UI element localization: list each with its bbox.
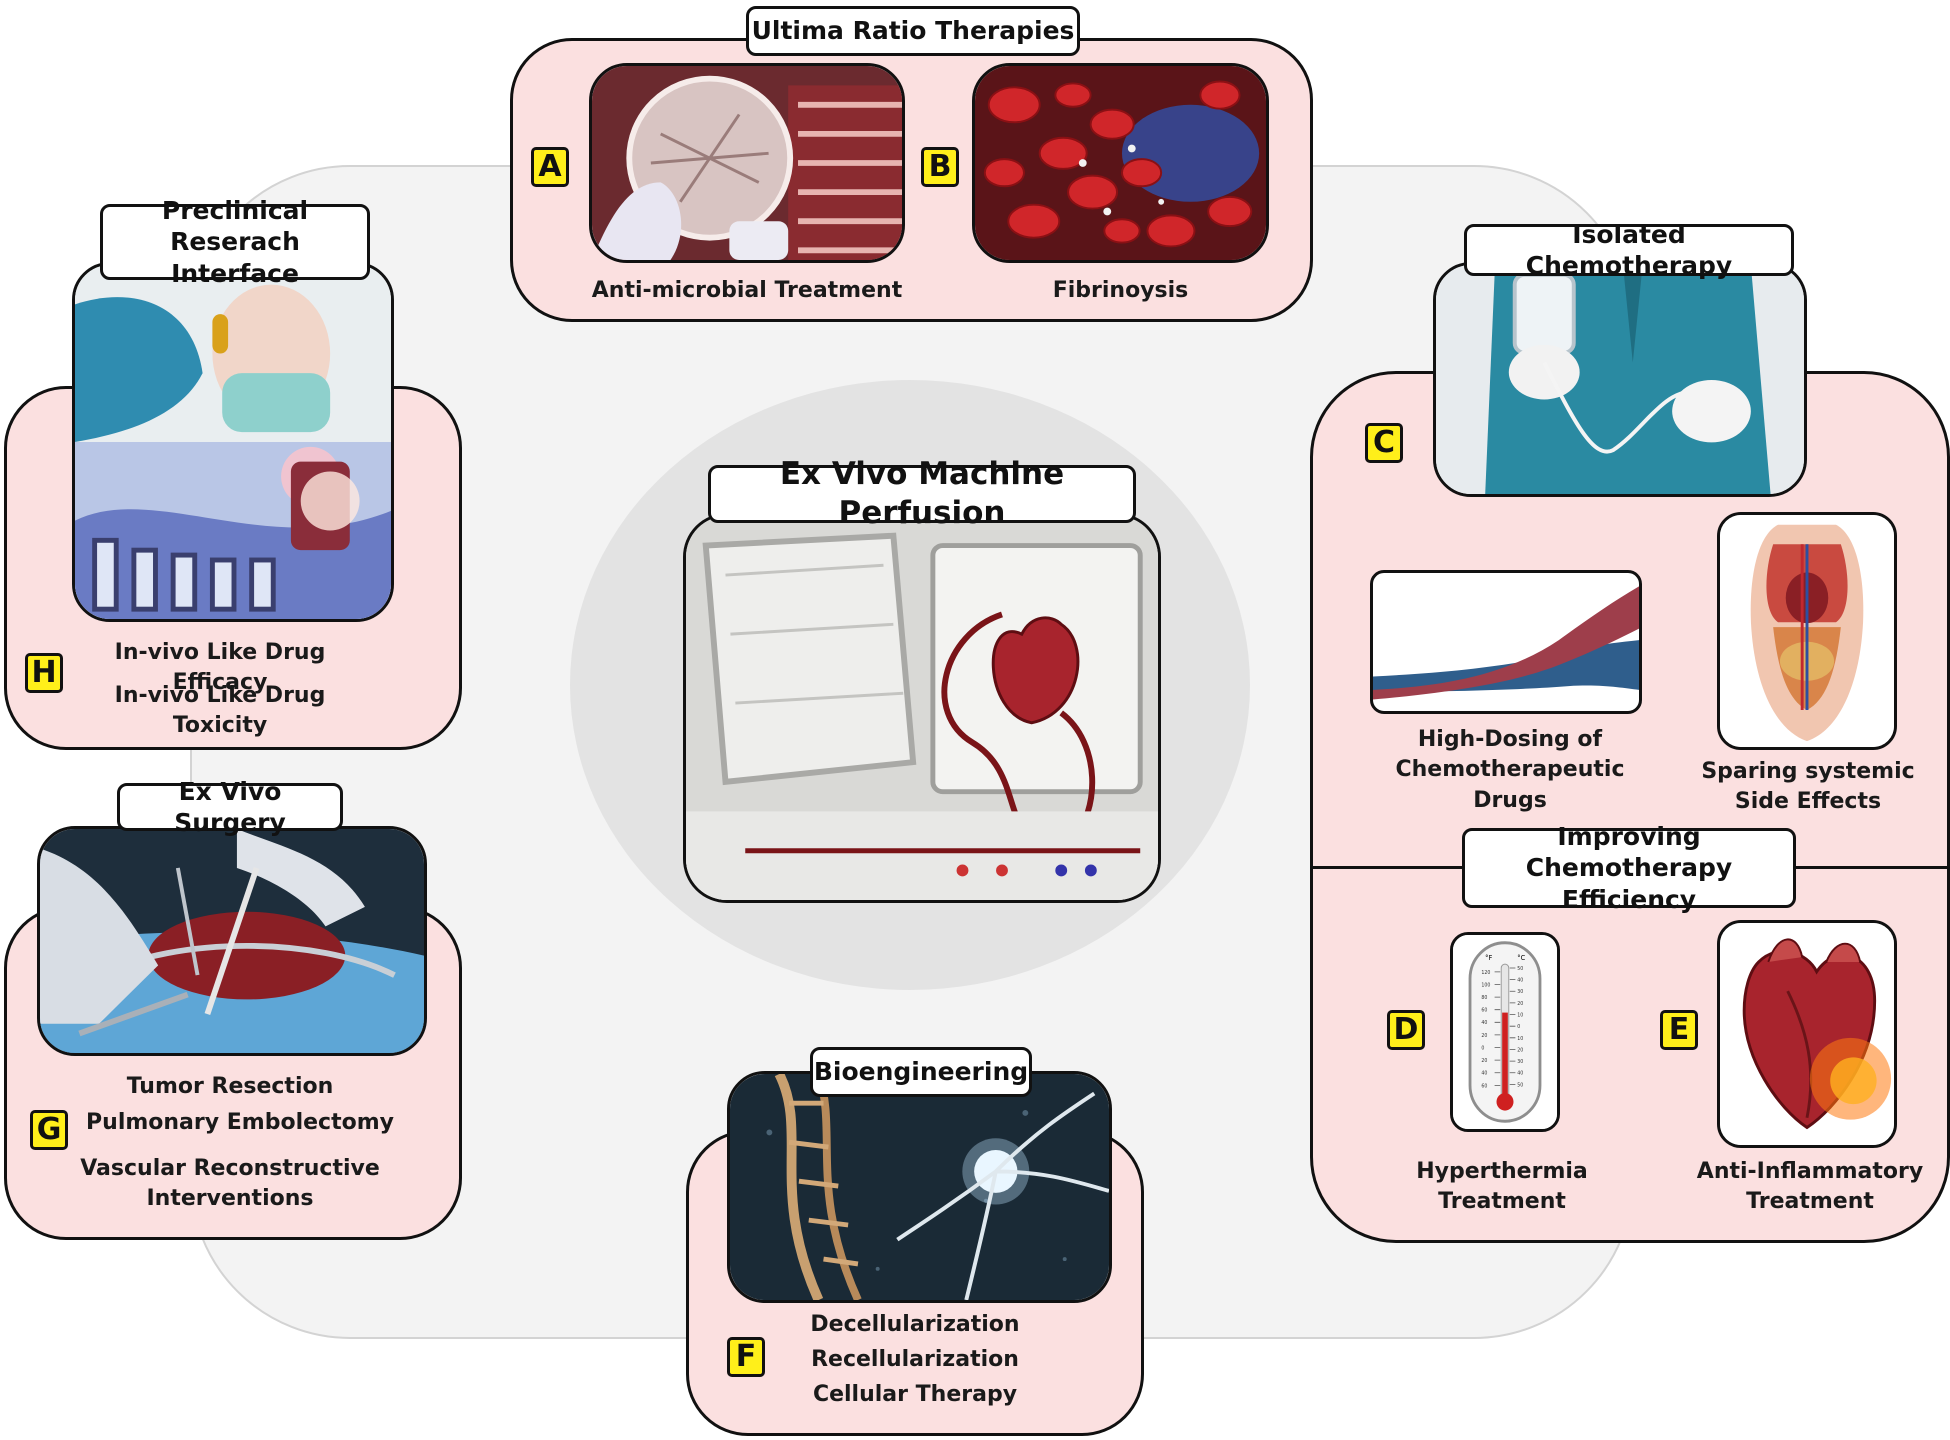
preclinical-title: Preclinical Reserach Interface xyxy=(100,196,370,288)
thermo-f-tick: 120 xyxy=(1481,970,1490,976)
thermo-f-tick: 40 xyxy=(1481,1020,1487,1026)
thermometer-image: °F °C 120 100 80 60 40 20 0 20 40 60 50 … xyxy=(1450,932,1560,1132)
drug-efficacy-caption: In-vivo Like Drug Efficacy xyxy=(114,640,326,696)
bioengineering-title: Bioengineering xyxy=(810,1047,1032,1097)
thermo-unit-f: °F xyxy=(1485,954,1492,962)
sparing-caption: Sparing systemic Side Effects xyxy=(1701,759,1915,815)
label-h: H xyxy=(25,653,63,693)
center-title: Ex Vivo Machine Perfusion xyxy=(708,456,1136,531)
human-anatomy-image xyxy=(1717,512,1897,750)
thermo-unit-c: °C xyxy=(1517,954,1525,962)
label-c: C xyxy=(1365,423,1403,463)
ultima-ratio-title: Ultima Ratio Therapies xyxy=(746,6,1080,56)
red-curve xyxy=(1373,586,1639,700)
bioengineering-image xyxy=(727,1071,1112,1303)
thermo-f-tick: 60 xyxy=(1481,1083,1487,1089)
thermo-c-tick: 40 xyxy=(1517,978,1523,984)
blood-clot-image xyxy=(972,63,1269,263)
fibrinolysis-caption: Fibrinoysis xyxy=(1052,278,1189,303)
high-dosing-caption: High-Dosing of Chemotherapeutic Drugs xyxy=(1395,727,1625,813)
label-a: A xyxy=(531,147,569,187)
thermo-c-tick: 0 xyxy=(1517,1024,1520,1030)
label-d: D xyxy=(1387,1010,1425,1050)
petri-dish-image xyxy=(589,63,905,263)
label-f: F xyxy=(727,1337,765,1377)
thermo-c-tick: 20 xyxy=(1517,1001,1523,1007)
perfusion-device-image xyxy=(683,513,1161,903)
surgery-title: Ex Vivo Surgery xyxy=(117,777,343,837)
inflamed-heart-image xyxy=(1717,920,1897,1148)
thermo-c-tick: 30 xyxy=(1517,989,1523,995)
lab-research-image xyxy=(72,262,394,622)
anti-microbial-caption: Anti-microbial Treatment xyxy=(591,278,903,303)
thermo-f-tick: 100 xyxy=(1481,982,1490,988)
label-g: G xyxy=(30,1110,68,1150)
surgery-image xyxy=(37,826,427,1056)
chemotherapy-infusion-image xyxy=(1433,262,1807,497)
thermo-f-tick: 80 xyxy=(1481,995,1487,1001)
thermo-c-tick: 20 xyxy=(1517,1047,1523,1053)
thermo-f-tick: 60 xyxy=(1481,1008,1487,1014)
recellularization-caption: Recellularization xyxy=(811,1347,1019,1372)
thermo-f-tick: 20 xyxy=(1481,1058,1487,1064)
thermo-c-tick: 50 xyxy=(1517,1082,1523,1088)
decellularization-caption: Decellularization xyxy=(810,1312,1020,1337)
dosing-curve-panel xyxy=(1370,570,1642,714)
drug-toxicity-caption: In-vivo Like Drug Toxicity xyxy=(114,683,326,739)
embolectomy-caption: Pulmonary Embolectomy xyxy=(86,1110,394,1135)
chemotherapy-title: Isolated Chemotherapy xyxy=(1464,220,1794,280)
thermo-c-tick: 10 xyxy=(1517,1012,1523,1018)
thermo-f-tick: 20 xyxy=(1481,1033,1487,1039)
anti-inflammatory-caption: Anti-Inflammatory Treatment xyxy=(1696,1159,1924,1215)
hyperthermia-caption: Hyperthermia Treatment xyxy=(1416,1159,1588,1215)
thermo-c-tick: 10 xyxy=(1517,1036,1523,1042)
improving-chemo-title: Improving Chemotherapy Efficiency xyxy=(1462,822,1796,914)
cellular-therapy-caption: Cellular Therapy xyxy=(812,1382,1018,1407)
tumor-resection-caption: Tumor Resection xyxy=(126,1074,334,1099)
thermo-c-tick: 30 xyxy=(1517,1059,1523,1065)
vascular-caption: Vascular Reconstructive Interventions xyxy=(80,1156,380,1212)
thermo-c-tick: 40 xyxy=(1517,1071,1523,1077)
thermo-c-tick: 50 xyxy=(1517,966,1523,972)
thermo-f-tick: 40 xyxy=(1481,1071,1487,1077)
label-e: E xyxy=(1660,1010,1698,1050)
label-b: B xyxy=(921,147,959,187)
thermo-f-tick: 0 xyxy=(1481,1045,1484,1051)
